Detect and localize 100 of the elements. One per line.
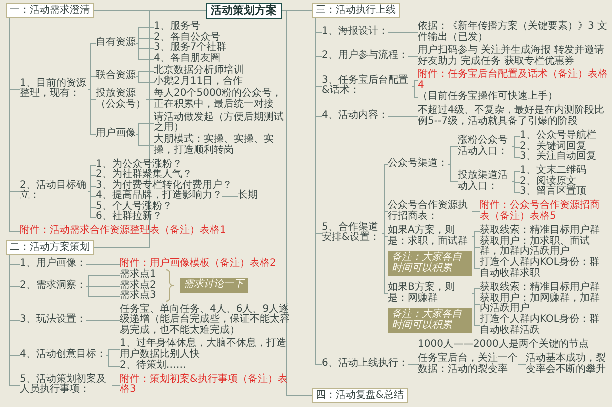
topic-text: 需求点3: [120, 291, 156, 302]
topic-text: 5、个人号涨粉？: [96, 202, 172, 212]
topic-text: 3、关注自动回复: [520, 152, 596, 162]
topic-text: 2、活动目标确立：: [20, 180, 88, 202]
topic-text: 3、为付费专栏转化付费用户？: [96, 180, 232, 191]
topic-text: 需求点1: [120, 270, 156, 280]
connector-line: [518, 364, 526, 365]
connector-line: [88, 76, 96, 90]
topic-text: 2、阅读原文: [520, 176, 576, 187]
topic-text: 每人20个5000粉的公众号，正在积累中，最后统一对接: [154, 89, 290, 110]
connector-line: [136, 43, 154, 60]
note-box: 备注：大家各自时间可以积累: [388, 308, 472, 333]
connector-line: [388, 32, 418, 33]
topic-text: 获取线索：精准目标用户群: [480, 283, 600, 294]
connector-line: [136, 71, 154, 77]
connector-line: [408, 56, 418, 57]
connector-line: [146, 99, 154, 100]
topic-text: 2、用户参与流程：: [322, 51, 408, 62]
topic-text: 获取用户：加网赚群，加群内活跃用户: [480, 294, 608, 314]
topic-text: （目前任务宝操作可快速上手）: [418, 92, 558, 102]
connector-line: [86, 286, 120, 297]
topic-text: 4、提高品牌，打造影响力？: [96, 191, 222, 202]
topic-text: 2、各自公众号: [154, 32, 220, 43]
topic-text: 3、任务宝后台配置&话术：: [322, 76, 412, 96]
topic-text: 请活动做发起（方便后期测试之用）: [154, 112, 290, 134]
connector-line: [106, 349, 120, 356]
connector-line: [10, 254, 20, 386]
connector-line: [136, 38, 154, 44]
connector-line: [88, 191, 96, 218]
topic-text: 3、留言区置顶: [520, 187, 586, 198]
topic-text: 自有资源: [96, 38, 136, 48]
topic-text: 1、用户画像：: [20, 259, 86, 270]
topic-text: 1、服务号: [154, 22, 200, 32]
topic-text: 打造个人群内KOL身份：群自动收群活跃: [480, 315, 608, 336]
connector-line: [86, 320, 120, 322]
connector-line: [472, 236, 480, 269]
attachment-note: 附件：公众号合作资源招商表（备注）表格5: [480, 201, 608, 222]
connector-line: [472, 293, 480, 326]
topic-text: 公众号合作资源执行招商表：: [388, 201, 472, 222]
topic-text: 2、待策划……: [120, 360, 186, 371]
topic-text: 2、关键词回复: [520, 142, 586, 152]
topic-text: 4、活动创意目标：: [20, 350, 106, 360]
connector-line: [512, 181, 520, 193]
connector-line: [86, 264, 120, 265]
attachment-note: 附件：任务宝后台配置及话术（备注）表格4: [418, 70, 608, 91]
branch-topic-box: 三：活动执行上线: [312, 3, 400, 18]
topic-text: 任务宝、单向任务、4人、6人、9人逐级递增（能后台完成些，保证不能太容易完成，也不能太难完成）: [120, 304, 290, 336]
connector-line: [472, 288, 480, 294]
topic-text: 1、海报设计：: [322, 27, 388, 38]
topic-text: 任务宝后台，关注一个数据：活动的裂变率: [418, 354, 518, 375]
connector-line: [222, 196, 238, 197]
attachment-note: 附件：用户画像模板（备注）表格2: [120, 259, 276, 270]
topic-text: 北京数据分析师培训: [154, 66, 244, 76]
branch-topic-box: 一：活动需求澄清: [6, 3, 94, 18]
root-topic-box: 活动策划方案: [206, 3, 282, 19]
topic-text: 长期: [238, 191, 258, 202]
connector-line: [448, 146, 458, 165]
connector-line: [106, 355, 120, 367]
topic-text: 小鹅2月11日，合作: [154, 76, 244, 87]
topic-text: 公众号渠道：: [388, 159, 448, 170]
topic-text: 6、活动上线执行：: [322, 359, 408, 370]
connector-line: [388, 116, 418, 117]
connector-line: [412, 80, 418, 87]
topic-text: 3、玩法设置：: [20, 315, 86, 326]
topic-text: 打造个人群内KOL身份：群自动收群求职: [480, 258, 608, 279]
topic-text: 大朋模式：实操、实操、实操，打造顺利转岗: [154, 135, 290, 156]
topic-text: 投放渠道活动入口：: [458, 171, 512, 192]
connector-line: [472, 211, 480, 212]
connector-line: [10, 18, 20, 232]
connector-line: [382, 233, 388, 294]
topic-text: 4、活动内容：: [322, 111, 388, 122]
topic-text: 联合资源: [96, 71, 136, 82]
note-box: 备注：大家各自时间可以积累: [388, 251, 472, 276]
connector-line: [412, 86, 418, 98]
topic-text: 1、文末二维码: [520, 166, 586, 176]
topic-text: 2、为社群聚集人气？: [96, 170, 192, 180]
topic-text: 6、社群拉新？: [96, 212, 162, 222]
attachment-note: 附件：活动需求合作资源整理表（备注）表格1: [20, 226, 226, 236]
topic-text: 涨粉公众号活动入口：: [458, 136, 512, 158]
connector-line: [408, 364, 418, 365]
connector-line: [448, 164, 458, 182]
connector-line: [136, 134, 154, 146]
topic-text: 1、公众号导航栏: [520, 131, 596, 142]
topic-text: 不超过4级、不复杂，最好是在内测阶段比例5--7级，活动就具备了引爆的阶段: [418, 106, 608, 127]
connector-line: [136, 76, 154, 83]
topic-text: 需求点2: [120, 280, 156, 291]
topic-text: 1、为公众号涨粉？: [96, 160, 182, 170]
topic-text: 用户画像: [96, 129, 136, 140]
topic-text: 1、目前的资源整理，现有：: [20, 78, 88, 100]
note-box: 需求讨论一下: [180, 278, 248, 292]
connector-line: [88, 89, 96, 135]
connector-line: [512, 146, 520, 158]
connector-line: [382, 211, 388, 234]
connector-line: [88, 186, 96, 192]
topic-text: 3、服务7个社群: [154, 43, 227, 54]
connector-line: [512, 171, 520, 182]
topic-text: 投放资源（公众号）: [96, 89, 146, 110]
connector-line: [472, 231, 480, 237]
note-text: 1000人——2000人是两个关键的节点: [418, 340, 589, 350]
topic-text: 1、过年身体休息，大脑不休息，打造用户数据比别人快: [120, 339, 290, 360]
